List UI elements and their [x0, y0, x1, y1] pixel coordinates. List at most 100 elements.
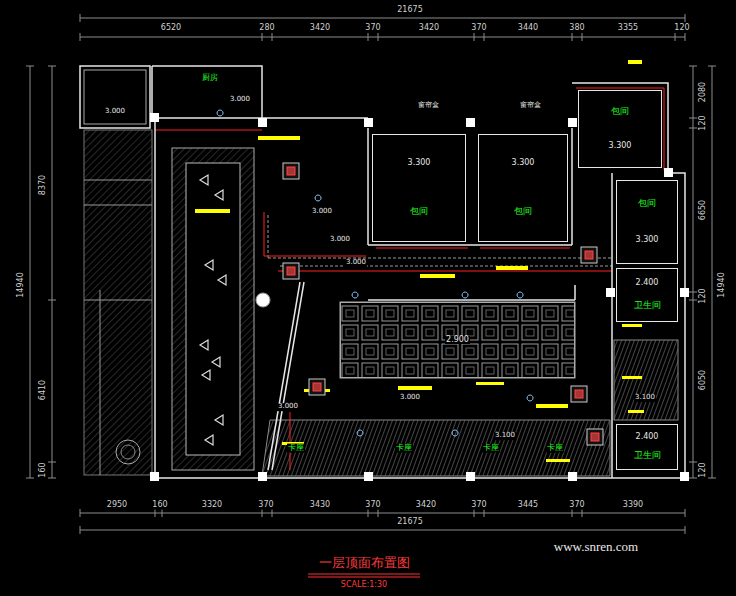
room-box: 3.300 包间	[372, 134, 466, 242]
room-name: 卫生间	[633, 451, 662, 461]
dimension-text: 3430	[309, 501, 331, 510]
ceiling-edge	[155, 88, 664, 470]
dimension-text: 3420	[309, 24, 331, 33]
dimension-text: 120	[699, 287, 708, 304]
ceiling-height: 3.100	[494, 432, 516, 440]
dimension-text: 6520	[160, 24, 182, 33]
aquarium	[186, 163, 240, 455]
room-box: 3.300包间	[478, 134, 568, 242]
downlight	[217, 110, 533, 436]
dimension-line	[80, 14, 685, 41]
dimension-text: 14940	[718, 271, 727, 298]
light-fixture	[587, 429, 603, 445]
canopy-line	[84, 180, 152, 475]
dimension-line	[26, 66, 56, 478]
dimension-text: 370	[257, 501, 274, 510]
ceiling-height: 2.400	[635, 433, 660, 442]
dimension-text: 370	[364, 501, 381, 510]
area-name: 卡座	[482, 444, 500, 453]
area-name: 卡座	[287, 444, 305, 453]
ceiling-height: 3.000	[345, 259, 367, 267]
fish-symbols	[200, 175, 226, 445]
light-fixture	[581, 247, 597, 263]
dimension-line	[80, 509, 685, 534]
dimension-text: 2080	[699, 81, 708, 103]
dimension-text: 380	[568, 24, 585, 33]
dimension-text: 21675	[396, 6, 423, 15]
ceiling-height: 3.000	[229, 96, 251, 104]
light-fixture	[571, 386, 587, 402]
light-fixture	[309, 379, 325, 395]
dimension-text: 6050	[699, 369, 708, 391]
wall	[84, 70, 146, 124]
room-name: 包间	[637, 199, 657, 209]
room-name: 包间	[610, 107, 630, 117]
lattice-ceiling-zone: 2.900	[340, 302, 575, 378]
wood-slat-ceiling	[614, 340, 678, 420]
room-name: 包间	[513, 207, 533, 217]
room-name: 卫生间	[633, 301, 662, 311]
ceiling-height: 3.300	[635, 236, 660, 245]
ceiling-height: 3.300	[407, 159, 432, 168]
wall	[80, 66, 685, 478]
wood-slat-ceiling	[262, 420, 610, 476]
ceiling-height: 3.100	[634, 394, 656, 402]
ceiling-height: 3.000	[277, 403, 299, 411]
corridor-band	[268, 215, 612, 266]
ceiling-height: 3.000	[104, 108, 126, 116]
ceiling-height: 3.000	[399, 394, 421, 402]
aquarium-frame	[172, 148, 254, 470]
column	[150, 113, 689, 481]
dimension-text: 370	[568, 501, 585, 510]
ceiling-height: 2.400	[635, 279, 660, 288]
ceiling-height: 3.300	[608, 142, 633, 151]
ornament	[116, 440, 140, 464]
ceiling-height: 3.000	[329, 236, 351, 244]
room-box: 包间 3.300	[578, 90, 662, 168]
dimension-text: 6650	[699, 199, 708, 221]
dimension-text: 160	[151, 501, 168, 510]
area-name: 卡座	[546, 444, 564, 453]
dimension-text: 2950	[106, 501, 128, 510]
light-strip	[195, 60, 644, 462]
dimension-text: 3320	[201, 501, 223, 510]
room-box: 2.400 卫生间	[616, 424, 678, 470]
area-name: 厨房	[201, 74, 219, 83]
dimension-text: 3445	[517, 501, 539, 510]
lattice-ceiling	[340, 302, 575, 378]
note-text: 窗帘盒	[519, 102, 542, 110]
watermark: www.snren.com	[553, 540, 639, 554]
dimension-text: 160	[39, 461, 48, 478]
dimension-text: 21675	[396, 518, 423, 527]
area-name: 卡座	[395, 444, 413, 453]
scale-note: SCALE:1:30	[340, 581, 388, 590]
dimension-text: 120	[699, 114, 708, 131]
dimension-text: 120	[699, 461, 708, 478]
dimension-text: 3355	[617, 24, 639, 33]
dimension-text: 3420	[418, 24, 440, 33]
dimension-text: 3390	[622, 501, 644, 510]
dimension-text: 280	[258, 24, 275, 33]
dimension-text: 3420	[415, 501, 437, 510]
ceiling-height: 3.000	[311, 208, 333, 216]
light-fixture	[283, 263, 299, 279]
round-column	[256, 293, 270, 307]
room-name: 包间	[409, 207, 429, 217]
room-box: 2.400 卫生间	[616, 268, 678, 322]
dimension-text: 14940	[17, 271, 26, 298]
drawing-title: 一层顶面布置图	[318, 556, 411, 570]
ornament	[121, 445, 135, 459]
dimension-text: 120	[673, 24, 690, 33]
room-box: 包间 3.300	[616, 180, 678, 264]
note-text: 窗帘盒	[417, 102, 440, 110]
light-fixture	[283, 163, 299, 179]
canopy-area	[84, 130, 152, 475]
dimension-text: 370	[364, 24, 381, 33]
title-underline	[308, 574, 420, 577]
dimension-text: 370	[470, 24, 487, 33]
dimension-text: 6410	[39, 379, 48, 401]
ceiling-height: 2.900	[445, 336, 470, 345]
dimension-line	[689, 66, 716, 478]
dimension-text: 370	[470, 501, 487, 510]
